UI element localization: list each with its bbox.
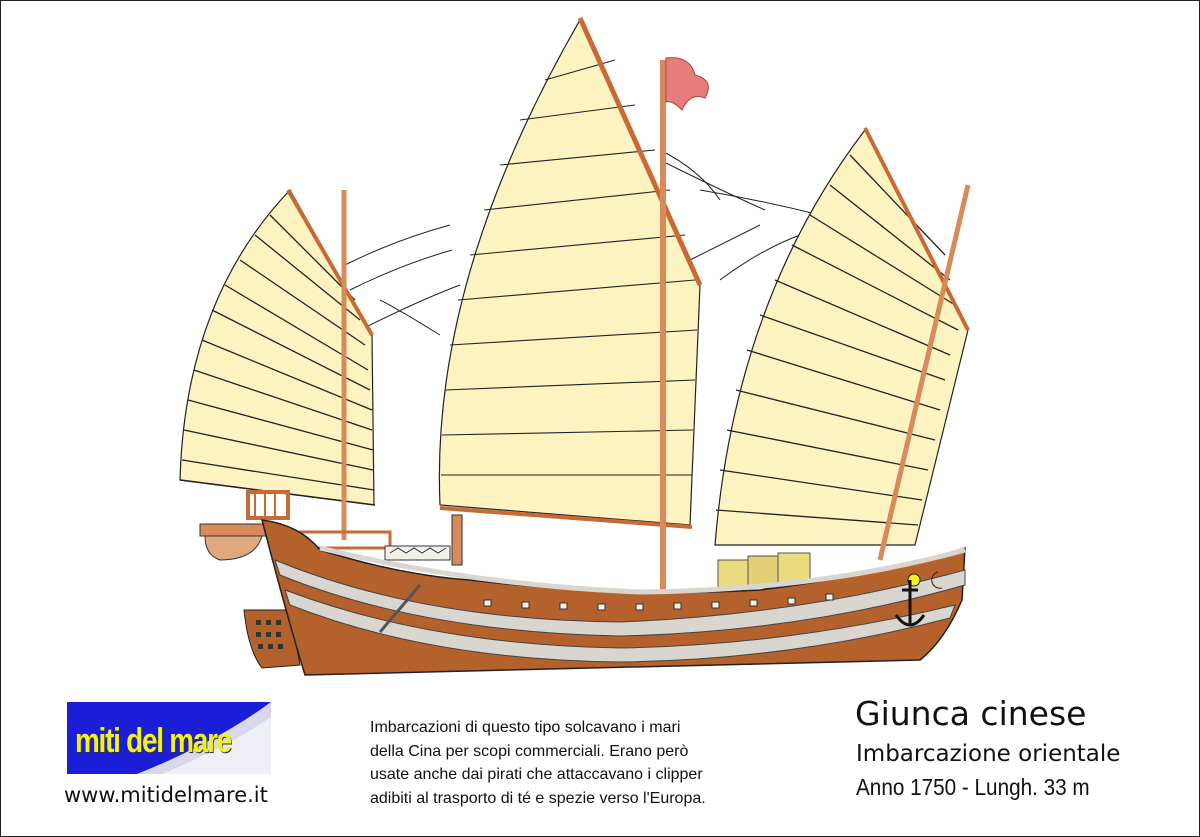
description-text: Imbarcazioni di questo tipo solcavano i … bbox=[370, 716, 790, 810]
description-line: della Cina per scopi commerciali. Erano … bbox=[370, 742, 689, 760]
crescent-moon-icon bbox=[931, 571, 943, 589]
flag-icon bbox=[665, 57, 709, 111]
website-url[interactable]: www.mitidelmare.it bbox=[64, 783, 268, 807]
description-line: Imbarcazioni di questo tipo solcavano i … bbox=[370, 719, 681, 736]
rudder bbox=[243, 609, 301, 669]
miti-del-mare-logo: miti del mare bbox=[67, 702, 271, 774]
stern-structure bbox=[199, 490, 463, 566]
junk-ship-illustration bbox=[179, 16, 971, 676]
logo-wave-icon bbox=[137, 702, 271, 774]
anchor-icon bbox=[894, 580, 926, 627]
caption-title: Giunca cinese bbox=[855, 694, 1087, 733]
caption-subtitle: Imbarcazione orientale bbox=[856, 741, 1121, 767]
description-line: usate anche dai pirati che attaccavano i… bbox=[370, 766, 703, 783]
logo-text: miti del mare bbox=[75, 722, 232, 760]
mizzen-sail bbox=[179, 188, 376, 540]
hull bbox=[260, 519, 966, 676]
main-sail bbox=[438, 16, 709, 600]
fore-sail bbox=[714, 127, 971, 561]
caption-details: Anno 1750 - Lungh. 33 m bbox=[856, 774, 1090, 800]
description-line: adibiti al trasporto di té e spezie vers… bbox=[370, 789, 706, 807]
